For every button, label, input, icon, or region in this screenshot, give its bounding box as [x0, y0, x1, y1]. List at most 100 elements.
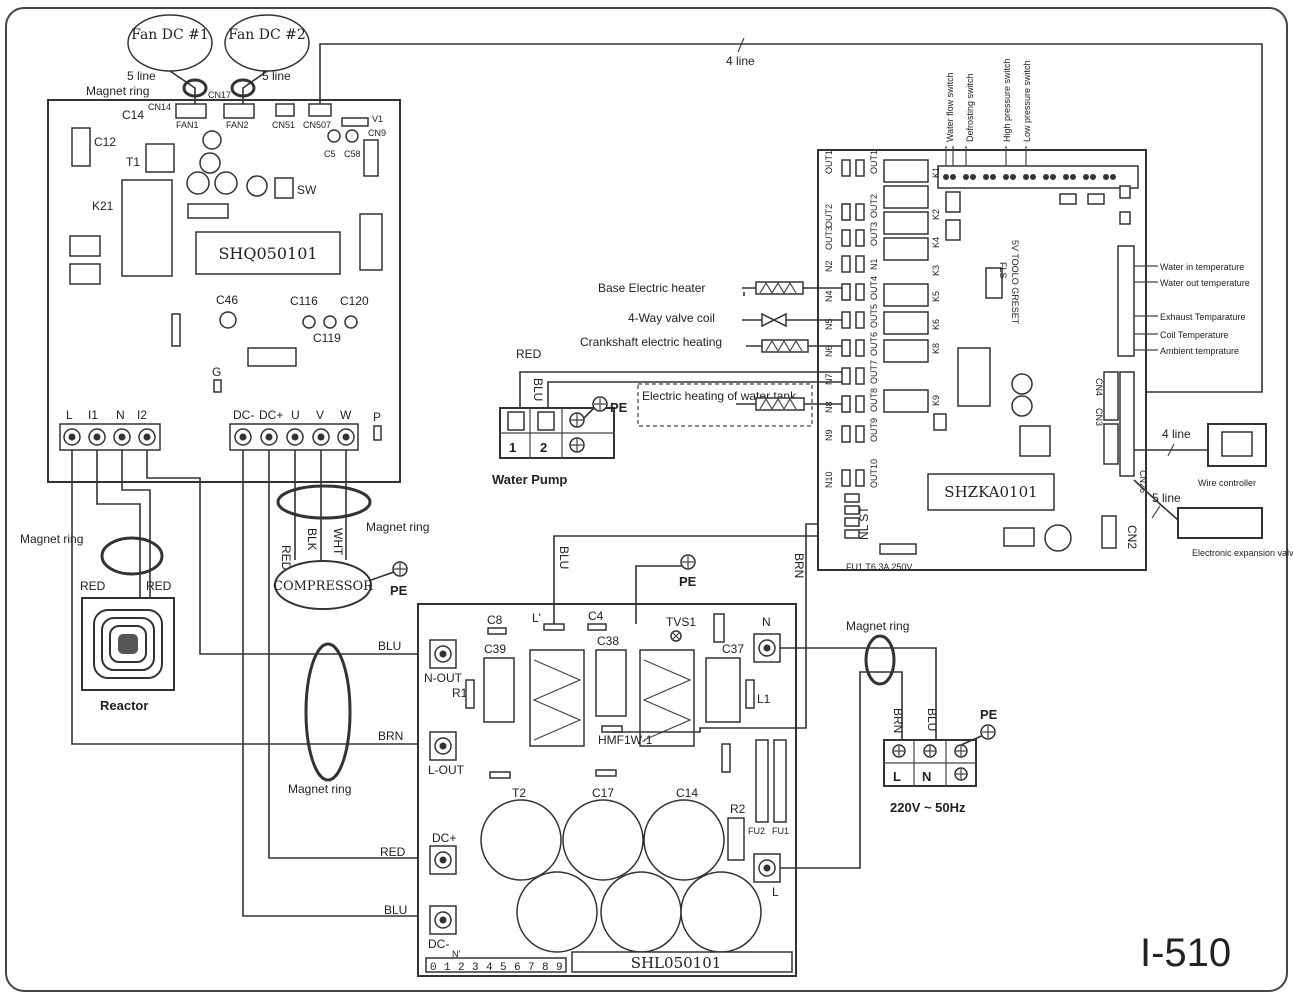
wire-controller: 4 line Wire controller — [1134, 423, 1267, 488]
digit-row: 0 1 2 3 4 5 6 7 8 9 — [425, 957, 567, 974]
pump-pe: PE — [610, 400, 628, 415]
out-inner-10: OUT9 — [869, 418, 879, 442]
sensor-exhaust: Exhaust Temparature — [1160, 312, 1245, 322]
label-c46: C46 — [216, 293, 238, 307]
relay-k2: K2 — [931, 209, 941, 220]
reactor-wire-red-1: RED — [80, 579, 106, 593]
fan-magnet-ring-label: Magnet ring — [86, 84, 149, 98]
chip-v1: V1 — [372, 114, 383, 124]
sensor-coil: Coil Temperature — [1160, 330, 1228, 340]
wire-l-out-color: BRN — [378, 729, 403, 743]
label-c39: C39 — [484, 642, 506, 656]
label-r2: R2 — [730, 802, 746, 816]
label-t1: T1 — [126, 155, 140, 169]
relay-k9: K9 — [931, 395, 941, 406]
digit-2: 2 — [458, 962, 465, 974]
term-p: P — [373, 410, 381, 424]
term-dc-minus: DC- — [233, 408, 254, 422]
label-c116: C116 — [290, 294, 318, 308]
out-inner-4: N1 — [869, 258, 879, 270]
water-tank-heater-box — [637, 383, 813, 427]
out-left-3: OUT3 — [824, 226, 834, 250]
label-fu2: FU2 — [748, 826, 765, 836]
out-inner-2: OUT2 — [869, 194, 879, 218]
supply-pe: PE — [980, 707, 998, 722]
filter-board-part-number: SHL050101 — [631, 954, 722, 972]
label-c17: C17 — [592, 786, 614, 800]
chip-fan2: FAN2 — [226, 120, 249, 130]
relay-k8: K8 — [931, 343, 941, 354]
sensor-ambient: Ambient temprature — [1160, 346, 1239, 356]
digit-9: 9 — [556, 962, 563, 974]
out-inner-7: OUT6 — [869, 332, 879, 356]
compressor-wire-wht: WHT — [331, 528, 345, 556]
term-i2: I2 — [137, 408, 147, 422]
term-dc-plus-filter: DC+ — [432, 831, 456, 845]
label-c14: C14 — [122, 108, 144, 122]
label-t2: T2 — [512, 786, 526, 800]
switch-low-pressure: Low pressure switch — [1022, 60, 1032, 142]
out-left-12: NL ST — [857, 506, 871, 540]
load-crankshaft-heater: Crankshaft electric heating — [580, 335, 722, 349]
fan-dc-1 — [127, 14, 213, 72]
load-4way-valve: 4-Way valve coil — [628, 311, 715, 325]
term-u: U — [291, 408, 300, 422]
label-c120: C120 — [340, 294, 369, 308]
compressor-label: COMPRESSOR — [273, 579, 374, 594]
magnet-ring-icon — [276, 484, 372, 520]
conn-cn2: CN2 — [1125, 525, 1139, 549]
out-inner-5: OUT4 — [869, 276, 879, 300]
label-cn9: CN9 — [368, 128, 386, 138]
term-l-filter: L — [772, 885, 779, 899]
supply-wire-brn: BRN — [891, 708, 905, 733]
reset-label: 5V TOOLO GRESET — [1010, 240, 1020, 325]
label-c58: C58 — [344, 149, 361, 159]
water-pump-label: Water Pump — [492, 472, 567, 487]
diagram-frame — [5, 7, 1288, 992]
chip-fan1: FAN1 — [176, 120, 199, 130]
wire-n-out-color: BLU — [378, 639, 401, 653]
term-n-filter: N — [762, 615, 771, 629]
out-inner-1: OUT1 — [869, 150, 879, 174]
relay-k5: K5 — [931, 291, 941, 302]
relay-k6: K6 — [931, 319, 941, 330]
label-g: G — [212, 365, 221, 379]
conn-cn3: CN3 — [1094, 408, 1104, 426]
out-inner-8: OUT7 — [869, 360, 879, 384]
pump-term-2: 2 — [540, 440, 547, 455]
filter-board: N-OUT L-OUT DC+ DC- N L C8 C4 TVS1 C39 C… — [417, 603, 797, 977]
valve-icon — [761, 312, 787, 328]
lower-magnet-ring-label: Magnet ring — [288, 782, 351, 796]
magnet-ring-icon — [864, 634, 896, 686]
wire-controller-label: Wire controller — [1198, 478, 1256, 488]
fls-label: FLS — [998, 262, 1008, 279]
outdoor-board-part-number: SHQ050101 — [218, 244, 317, 263]
label-c119: C119 — [313, 331, 341, 345]
out-left-2: OUT2 — [824, 204, 834, 228]
out-inner-9: OUT8 — [869, 388, 879, 412]
term-l-out: L-OUT — [428, 763, 465, 777]
expansion-valve-wire-label: 5 line — [1152, 491, 1181, 505]
main-board-part-number: SHZKA0101 — [944, 483, 1037, 501]
relay-k3: K3 — [931, 265, 941, 276]
term-n: N — [116, 408, 125, 422]
fuse-label: FU1 T6.3A 250V — [846, 562, 912, 572]
relay-k1: K1 — [931, 167, 941, 178]
out-inner-3: OUT3 — [869, 222, 879, 246]
digit-3: 3 — [472, 962, 479, 974]
label-l-prime: HMF1W-1 — [598, 733, 653, 747]
label-c8: C8 — [487, 613, 503, 627]
digit-1: 1 — [444, 962, 451, 974]
switch-defrosting: Defrosting switch — [965, 73, 975, 142]
term-n-out: N-OUT — [424, 671, 463, 685]
label-c38: C38 — [597, 634, 619, 648]
main-l-wire-color: BRN — [792, 553, 806, 578]
out-left-7: N6 — [824, 345, 834, 357]
term-v: V — [316, 408, 324, 422]
pump-term-1: 1 — [509, 440, 516, 455]
chip-cn14: CN14 — [148, 102, 171, 112]
term-dc-plus: DC+ — [259, 408, 283, 422]
compressor-pe: PE — [390, 583, 408, 598]
label-k21: K21 — [92, 199, 114, 213]
